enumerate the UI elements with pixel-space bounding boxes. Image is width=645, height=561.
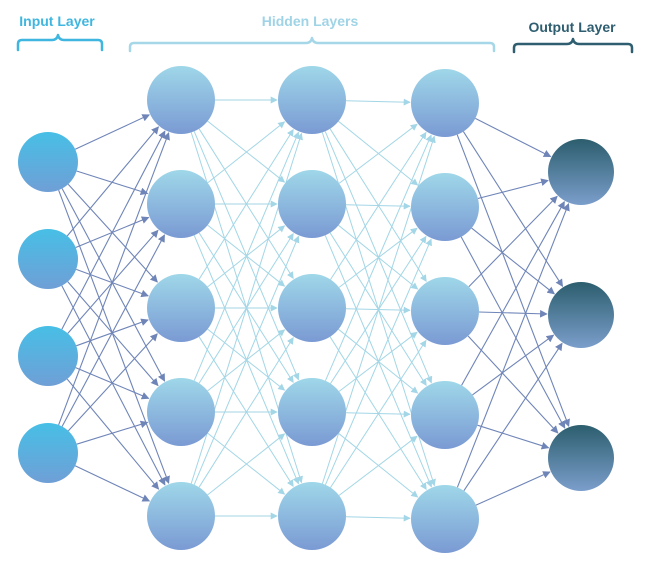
connection-l3-n2-to-l4-n1: [478, 309, 548, 318]
hidden-neuron-l1-5: [147, 482, 215, 550]
connection-l3-n1-to-l4-n0: [477, 178, 549, 200]
hidden-neuron-l2-3: [278, 274, 346, 342]
connection-l3-n2-to-l4-n0: [468, 195, 558, 288]
input-neuron-l0-4: [18, 423, 78, 483]
connection-l3-n3-to-l4-n0: [461, 201, 565, 386]
input-layer-label: Input Layer: [19, 13, 95, 29]
output-layer-brace: [512, 37, 634, 54]
connection-l0-n3-to-l1-n4: [74, 465, 151, 502]
connection-l2-n4-to-l3-n2: [330, 339, 427, 488]
connection-l3-n3-to-l4-n2: [477, 424, 550, 450]
connection-l1-n1-to-l2-n0: [207, 121, 286, 184]
input-neuron-l0-3: [18, 326, 78, 386]
hidden-neuron-l2-2: [278, 170, 346, 238]
connection-l2-n2-to-l3-n0: [330, 131, 427, 280]
hidden-layers-label: Hidden Layers: [262, 13, 359, 29]
hidden-neuron-l1-3: [147, 274, 215, 342]
connection-l3-n3-to-l4-n1: [472, 334, 555, 396]
connection-l3-n4-to-l4-n1: [463, 342, 563, 492]
neurons-group: [18, 66, 614, 553]
hidden-neuron-l1-4: [147, 378, 215, 446]
connection-l1-n2-to-l2-n3: [207, 328, 286, 391]
connection-l2-n4-to-l3-n4: [345, 514, 411, 522]
connection-l1-n4-to-l2-n2: [198, 337, 294, 488]
connection-l2-n3-to-l3-n0: [324, 134, 432, 381]
connection-l0-n1-to-l1-n3: [67, 281, 159, 387]
connection-l3-n1-to-l4-n1: [471, 227, 556, 295]
connection-l1-n3-to-l2-n0: [193, 131, 300, 381]
connection-l3-n2-to-l4-n2: [467, 335, 559, 434]
connection-l0-n3-to-l1-n2: [67, 333, 158, 432]
output-layer-label: Output Layer: [528, 19, 616, 35]
hidden-neuron-l3-3: [411, 277, 479, 345]
input-neuron-l0-2: [18, 229, 78, 289]
connection-l1-n2-to-l2-n0: [198, 129, 294, 280]
hidden-neuron-l2-4: [278, 378, 346, 446]
input-neuron-l0-1: [18, 132, 78, 192]
connection-l0-n0-to-l1-n4: [58, 189, 170, 484]
hidden-neuron-l3-2: [411, 173, 479, 241]
connection-l2-n1-to-l3-n0: [338, 123, 418, 184]
connection-l0-n0-to-l1-n3: [61, 188, 166, 382]
connection-l0-n1-to-l1-n0: [66, 126, 159, 237]
connection-l0-n3-to-l1-n0: [58, 132, 170, 426]
hidden-neuron-l2-1: [278, 66, 346, 134]
connection-l1-n0-to-l2-n1: [207, 120, 286, 183]
connection-l2-n4-to-l3-n3: [338, 435, 418, 496]
hidden-neuron-l3-1: [411, 69, 479, 137]
connection-l1-n4-to-l2-n3: [207, 433, 286, 496]
connection-l3-n0-to-l4-n0: [475, 117, 552, 158]
connection-l2-n4-to-l3-n1: [324, 238, 432, 485]
connection-l3-n4-to-l4-n2: [475, 471, 551, 506]
hidden-neuron-l1-2: [147, 170, 215, 238]
connection-l1-n3-to-l2-n4: [207, 432, 286, 495]
connection-l0-n2-to-l1-n0: [61, 130, 166, 330]
output-neuron-l4-3: [548, 425, 614, 491]
connection-l2-n0-to-l3-n0: [345, 98, 411, 106]
connection-l0-n2-to-l1-n4: [66, 378, 160, 490]
connection-l3-n1-to-l4-n2: [460, 236, 566, 429]
connections-group: [58, 96, 570, 522]
hidden-neuron-l3-5: [411, 485, 479, 553]
connection-l3-n0-to-l4-n2: [456, 134, 570, 428]
output-neuron-l4-1: [548, 139, 614, 205]
connection-l0-n0-to-l1-n0: [74, 114, 150, 150]
hidden-neuron-l3-4: [411, 381, 479, 449]
hidden-layers-brace: [128, 36, 496, 53]
hidden-neuron-l2-5: [278, 482, 346, 550]
output-neuron-l4-2: [548, 282, 614, 348]
hidden-neuron-l1-1: [147, 66, 215, 134]
connection-l1-n4-to-l2-n1: [193, 235, 300, 485]
connection-l3-n4-to-l4-n0: [456, 202, 570, 488]
connection-l0-n0-to-l1-n2: [67, 183, 158, 283]
connection-l1-n1-to-l2-n2: [207, 224, 286, 287]
connection-l0-n3-to-l1-n3: [76, 420, 149, 445]
connection-l0-n3-to-l1-n1: [61, 234, 165, 427]
input-layer-brace: [16, 33, 104, 52]
connection-l0-n1-to-l1-n4: [61, 285, 166, 486]
